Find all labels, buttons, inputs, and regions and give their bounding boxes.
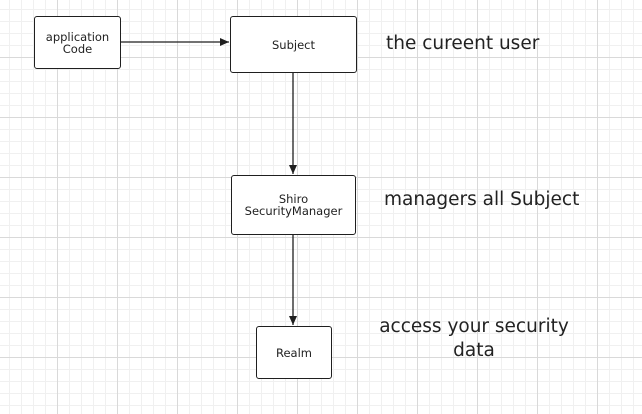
- annotation-security-manager: managers all Subject: [384, 189, 580, 210]
- annotation-subject: the cureent user: [386, 33, 540, 54]
- node-security-manager[interactable]: Shiro SecurityManager: [231, 175, 356, 235]
- node-subject[interactable]: Subject: [230, 16, 357, 73]
- node-application-code[interactable]: application Code: [34, 16, 121, 69]
- node-realm[interactable]: Realm: [256, 326, 332, 379]
- annotation-realm: access your security data: [379, 316, 569, 361]
